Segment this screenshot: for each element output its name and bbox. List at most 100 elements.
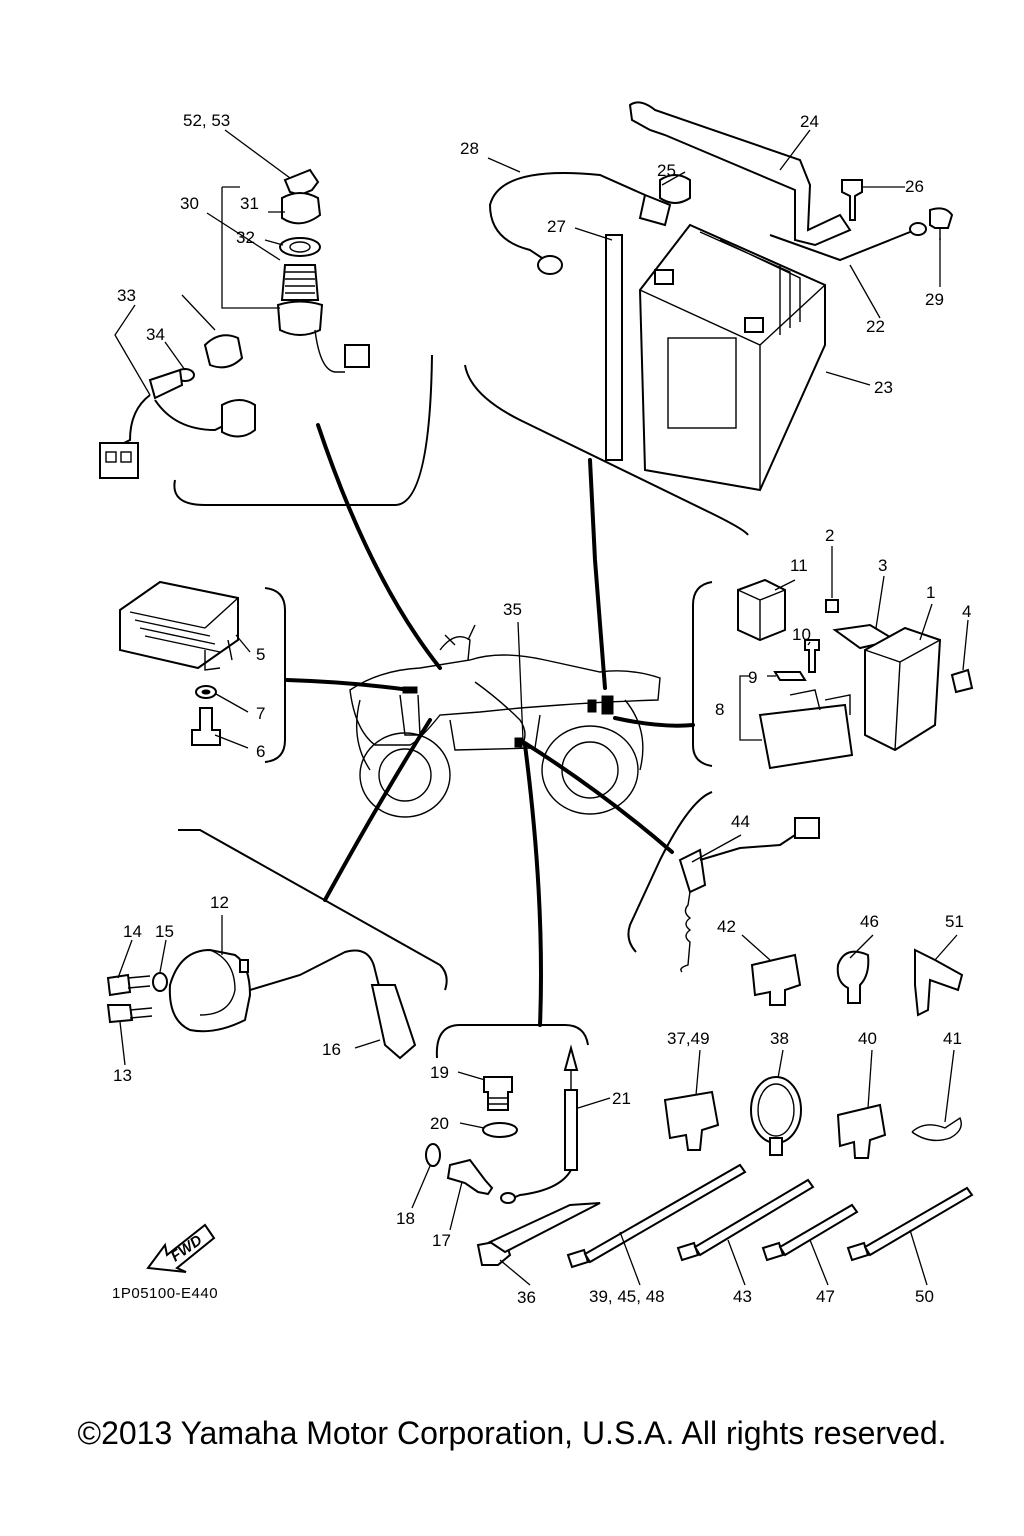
key-part-52-53 — [283, 168, 320, 197]
bracket-main-switch — [173, 354, 433, 506]
part-number-label: 26 — [905, 177, 924, 196]
part-number-label: 43 — [733, 1287, 752, 1306]
part-number-label: 19 — [430, 1063, 449, 1082]
line-neutral — [518, 738, 674, 854]
part-number-label: 32 — [236, 228, 255, 247]
ignition-group — [106, 948, 417, 1060]
cable-tie-43 — [693, 1178, 815, 1257]
sensor-wire-21 — [512, 1169, 572, 1199]
part-number-label: 20 — [430, 1114, 449, 1133]
rectifier-wires-5 — [204, 639, 233, 671]
part-number-label: 18 — [396, 1209, 415, 1228]
screw-2 — [825, 599, 839, 613]
part-number-label: 29 — [925, 290, 944, 309]
bolt-13-shank — [129, 1007, 153, 1019]
rectifier-group — [119, 580, 239, 746]
neutral-switch-group — [678, 817, 820, 973]
battery-terminal-neg — [654, 269, 674, 285]
part-number-label: 4 — [962, 602, 971, 621]
cable-tie-50 — [863, 1186, 974, 1257]
part-number-label: 46 — [860, 912, 879, 931]
bolt-14 — [106, 973, 132, 997]
part-number-label: 14 — [123, 922, 142, 941]
part-number-label: 15 — [155, 922, 174, 941]
part-number-label: 23 — [874, 378, 893, 397]
atv-rear-wheel — [541, 725, 639, 815]
part-number-label: 27 — [547, 217, 566, 236]
fwd-arrow: FWD — [146, 1223, 216, 1273]
tie-head-39 — [566, 1248, 590, 1269]
atv-marker-front — [402, 686, 418, 694]
line-rectifier — [285, 678, 412, 692]
atv-frame — [449, 714, 541, 751]
part-number-label: 6 — [256, 742, 265, 761]
connection-lines — [285, 423, 695, 1027]
part-number-label: 11 — [790, 556, 808, 575]
part-number-label: 13 — [113, 1066, 132, 1085]
starter-relay-8 — [758, 703, 854, 770]
battery-lead-28 — [488, 172, 646, 261]
group-brackets — [173, 354, 749, 1059]
fwd-arrow-shape — [146, 1223, 216, 1273]
harness-pin-a — [105, 451, 117, 463]
washer-15 — [152, 972, 168, 992]
atv-illustration — [349, 624, 661, 818]
starter-relay-top-8 — [789, 689, 851, 715]
part-number-label: 10 — [792, 625, 811, 644]
atv-harness — [474, 681, 526, 749]
bracket-battery — [464, 364, 749, 536]
switch-body-30 — [280, 264, 320, 301]
atv-body — [349, 654, 661, 746]
thermo-threads-19 — [488, 1097, 508, 1105]
bolt-26 — [841, 179, 863, 221]
nut-part-32 — [279, 237, 321, 257]
main-switch-group — [99, 168, 370, 479]
cap-part-31 — [281, 192, 322, 225]
bolt-29 — [929, 207, 954, 229]
thermo-switch-19 — [483, 1076, 513, 1111]
harness-pin-b — [120, 451, 132, 463]
clamp-41 — [911, 1116, 962, 1142]
hightension-lead-12 — [249, 949, 381, 991]
band-inner-38 — [757, 1083, 795, 1137]
relay-edges-11 — [737, 589, 786, 640]
bracket-thermo — [435, 1024, 589, 1059]
harness-wire-b-33 — [154, 399, 226, 432]
part-number-label: 28 — [460, 139, 479, 158]
ignition-coil-12 — [168, 948, 252, 1033]
line-main-switch — [316, 423, 442, 670]
bolt-10 — [804, 639, 820, 673]
part-number-label: 25 — [657, 161, 676, 180]
part-number-label: 7 — [256, 704, 265, 723]
relay-group — [737, 578, 974, 770]
part-number-label: 35 — [503, 600, 522, 619]
part-labels: 52, 53 30 31 32 33 34 24 28 25 26 27 29 … — [112, 111, 971, 1307]
bolt-14-shank — [127, 975, 151, 989]
atv-marker-battery — [601, 695, 614, 715]
battery-edges-23 — [639, 284, 826, 490]
indicator-socket-33 — [221, 399, 256, 438]
bulb-socket-33 — [203, 334, 244, 369]
part-number-label: 52, 53 — [183, 111, 230, 130]
part-number-label: 34 — [146, 325, 165, 344]
line-battery — [588, 458, 607, 690]
ecu-1 — [864, 626, 942, 752]
line-ignition — [323, 718, 432, 902]
battery-label-23 — [667, 337, 737, 429]
harness-wire-a-33 — [119, 394, 151, 446]
sensor-17 — [446, 1158, 494, 1196]
part-number-label: 31 — [240, 194, 259, 213]
neutral-connector-44 — [794, 817, 820, 839]
sensor-tube-21 — [564, 1089, 578, 1171]
part-number-label: 16 — [322, 1040, 341, 1059]
part-number-label: 41 — [943, 1029, 962, 1048]
gasket-18 — [425, 1143, 441, 1167]
part-number-label: 51 — [945, 912, 964, 931]
battery-group — [488, 101, 954, 492]
atv-fenders — [355, 699, 644, 771]
gasket-20 — [482, 1122, 518, 1138]
part-number-label: 3 — [878, 556, 887, 575]
part-number-label: 24 — [800, 112, 819, 131]
cable-tie-47 — [778, 1203, 859, 1257]
